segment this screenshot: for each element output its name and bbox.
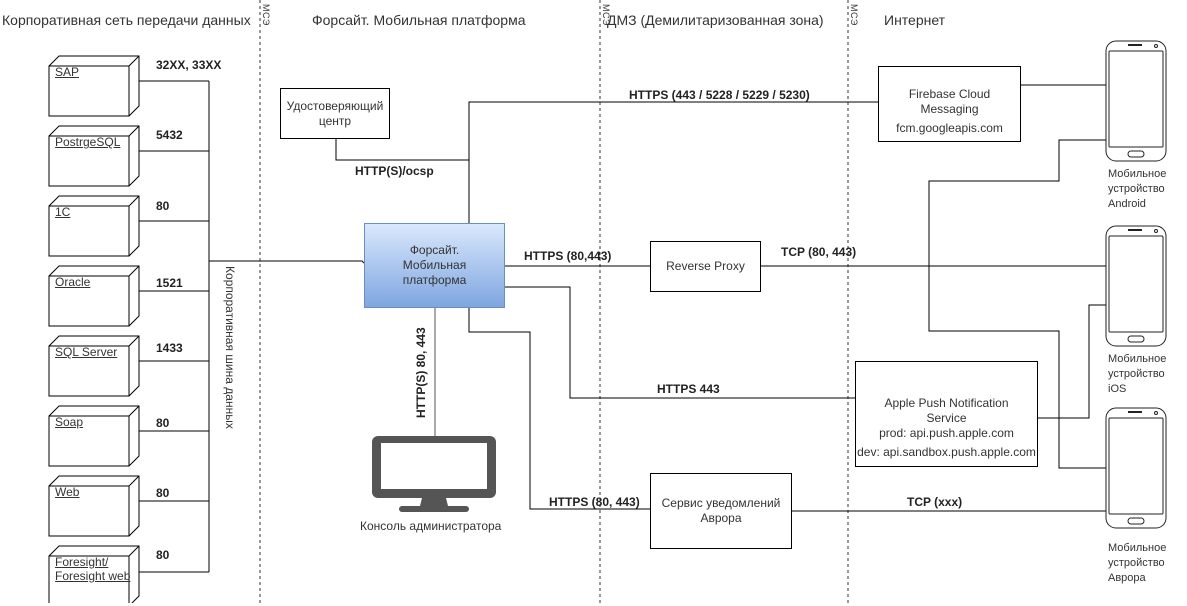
aurora-link [468,308,650,510]
proxy-android-link [928,139,1106,266]
mobile-platform-box[interactable]: Форсайт. Мобильная платформа [364,223,505,308]
source-node-web[interactable]: Web [49,476,139,536]
certificate-authority-label: Удостоверяющий центр [286,98,384,128]
connection-label-aurora: HTTPS (80, 443) [549,495,640,509]
phone-icon-aurora [1105,407,1167,529]
proxy-aurora-link [928,266,1106,469]
source-node-foresight[interactable]: Foresight/ Foresight web [49,546,139,606]
reverse-proxy-label: Reverse Proxy [666,259,745,273]
port-label: 5432 [156,128,183,142]
connection-label-aurora-out: TCP (xxx) [907,495,963,509]
port-label: 80 [156,416,170,430]
source-node-shapes [48,55,140,603]
source-node-sqlserver[interactable]: SQL Server [49,336,139,396]
source-node-label: Soap [55,415,84,429]
source-node-1c[interactable]: 1C [49,196,139,256]
apns-link [505,286,855,399]
port-label: 80 [156,548,170,562]
zone-title-dmz: ДМЗ (Демилитаризованная зона) [607,12,824,28]
phone-icon-android [1105,40,1167,162]
fcm-host: fcm.googleapis.com [896,120,1003,135]
admin-console-label: Консоль администратора [360,519,502,533]
fcm-box[interactable]: Firebase Cloud Messaging fcm.googleapis.… [878,66,1021,142]
apns-title: Apple Push Notification Service [884,396,1009,425]
source-node-label: SAP [55,65,80,79]
source-node-soap[interactable]: Soap [49,406,139,466]
phone-icon-ios [1105,225,1167,347]
source-links [139,80,209,573]
apns-dev-host: dev: api.sandbox.push.apple.com [857,445,1036,459]
zone-title-platform: Форсайт. Мобильная платформа [312,12,526,28]
firewall-label-1: МСЭ [261,4,271,26]
apns-ios-link [1037,304,1106,419]
port-label: 1433 [156,341,183,355]
reverse-proxy-box[interactable]: Reverse Proxy [650,241,761,292]
bus-platform-link [209,260,365,264]
port-label: 32XX, 33XX [156,58,222,72]
port-label: 1521 [156,276,183,290]
connection-label-proxy: HTTPS (80,443) [524,249,612,263]
source-node-label: SQL Server [55,345,118,359]
connection-label-proxy-out: TCP (80, 443) [781,245,857,259]
port-label: 80 [156,199,170,213]
source-node-postgresql[interactable]: PostrgeSQL [49,126,139,186]
connection-label-console: HTTP(S) 80, 443 [414,327,428,418]
source-node-label: PostrgeSQL [55,135,121,149]
bus-label: Корпоративная шина данных [223,266,237,429]
fcm-link [468,101,878,223]
source-node-label: Foresight/ Foresight web [55,555,131,583]
ca-link [335,139,469,161]
zone-title-internet: Интернет [884,12,946,28]
aurora-service-box[interactable]: Сервис уведомлений Аврора [650,473,792,549]
device-label-aurora: Мобильное устройство Аврора [1108,542,1167,584]
aurora-service-label: Сервис уведомлений Аврора [661,496,781,525]
connection-label-apns: HTTPS 443 [657,382,720,396]
connection-label-ca: HTTP(S)/ocsp [355,164,434,178]
fcm-title: Firebase Cloud Messaging [908,86,991,116]
connection-label-fcm: HTTPS (443 / 5228 / 5229 / 5230) [629,88,810,102]
firewall-label-2: МСЭ [601,4,611,26]
apns-prod-host: prod: api.push.apple.com [879,426,1014,440]
firewall-label-3: МСЭ [849,4,859,26]
source-node-label: Oracle [55,275,91,289]
source-node-label: 1C [55,205,71,219]
apns-box[interactable]: Apple Push Notification Service prod: ap… [855,361,1038,467]
source-node-sap[interactable]: SAP [49,56,139,116]
device-label-ios: Мобильное устройство iOS [1108,353,1167,395]
source-node-oracle[interactable]: Oracle [49,266,139,326]
device-label-android: Мобильное устройство Android [1108,168,1167,210]
certificate-authority-box[interactable]: Удостоверяющий центр [280,88,390,139]
monitor-icon [372,436,496,512]
mobile-platform-label: Форсайт. Мобильная платформа [402,243,467,287]
port-label: 80 [156,486,170,500]
zone-title-corporate: Корпоративная сеть передачи данных [2,12,251,28]
source-node-label: Web [55,485,80,499]
